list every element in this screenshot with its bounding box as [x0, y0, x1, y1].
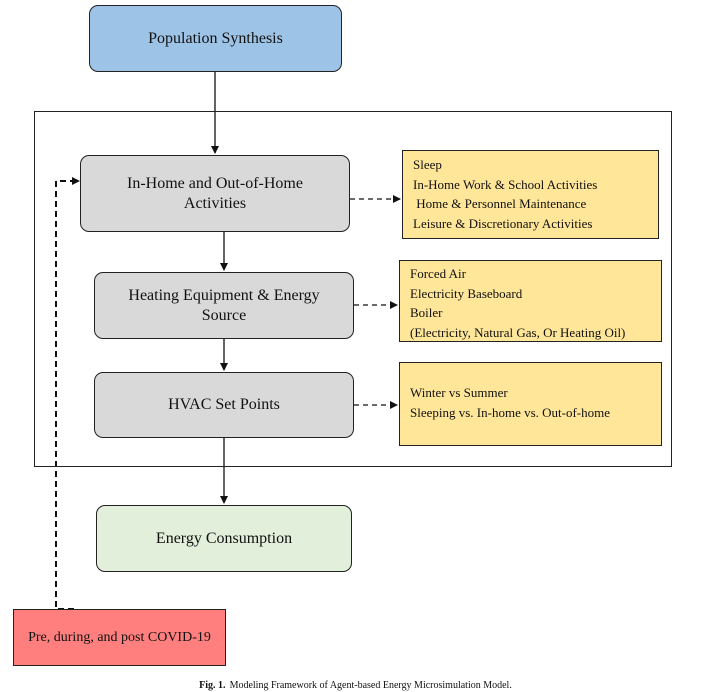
- covid-label: Pre, during, and post COVID-19: [28, 629, 211, 645]
- heating-equipment-label: Heating Equipment & Energy Source: [128, 286, 320, 324]
- population-synthesis-label: Population Synthesis: [148, 29, 283, 47]
- hvac-notes-box: Winter vs Summer Sleeping vs. In-home vs…: [399, 362, 662, 446]
- figure-caption: Fig. 1.Modeling Framework of Agent-based…: [0, 680, 711, 692]
- activities-notes-box: Sleep In-Home Work & School Activities H…: [402, 150, 659, 239]
- activities-label: In-Home and Out-of-Home Activities: [127, 174, 303, 212]
- covid-box: Pre, during, and post COVID-19: [13, 609, 226, 666]
- note-line: Electricity Baseboard: [410, 285, 523, 301]
- note-line: (Electricity, Natural Gas, Or Heating Oi…: [410, 324, 626, 340]
- note-line: In-Home Work & School Activities: [413, 176, 598, 192]
- model-frame: [34, 111, 672, 467]
- note-line: Sleep: [413, 157, 442, 172]
- energy-consumption-box: Energy Consumption: [96, 505, 352, 572]
- note-line: Home & Personnel Maintenance: [413, 196, 587, 211]
- note-line: Forced Air: [410, 266, 466, 281]
- note-line: Boiler: [410, 305, 443, 320]
- note-line: Sleeping vs. In-home vs. Out-of-home: [410, 404, 611, 420]
- activities-box: In-Home and Out-of-Home Activities: [80, 155, 350, 232]
- note-line: Winter vs Summer: [410, 385, 508, 400]
- dashed-feedback-covid-to-activities: [55, 177, 80, 610]
- hvac-set-points-box: HVAC Set Points: [94, 372, 354, 438]
- heating-notes-box: Forced Air Electricity Baseboard Boiler …: [399, 260, 662, 342]
- caption-text: Modeling Framework of Agent-based Energy…: [229, 680, 512, 691]
- energy-consumption-label: Energy Consumption: [155, 529, 293, 547]
- note-line: Leisure & Discretionary Activities: [413, 215, 593, 231]
- hvac-set-points-label: HVAC Set Points: [168, 396, 280, 413]
- heating-equipment-box: Heating Equipment & Energy Source: [94, 272, 354, 339]
- caption-label: Fig. 1.: [199, 680, 226, 691]
- population-synthesis-box: Population Synthesis: [89, 5, 342, 72]
